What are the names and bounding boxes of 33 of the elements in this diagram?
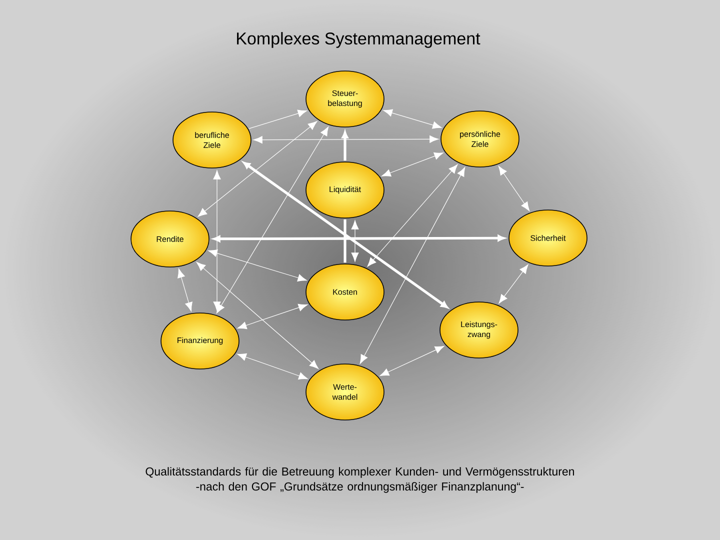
arrow — [253, 135, 439, 144]
arrow — [196, 262, 319, 369]
ellipse-node: Kosten — [306, 264, 384, 320]
title: Komplexes Systemmanagement — [237, 32, 480, 48]
ellipse-node: persönliche Ziele — [440, 110, 520, 168]
arrow — [243, 162, 448, 308]
ellipse-node: Sicherheit — [508, 210, 588, 266]
ellipse-node: Liquidität — [306, 162, 384, 218]
arrow — [237, 353, 308, 380]
arrow — [198, 121, 318, 217]
arrow — [498, 166, 530, 212]
ellipse-node: berufliche Ziele — [172, 112, 252, 168]
arrow — [208, 249, 307, 282]
caption-text: Qualitätsstandards für die Betreuung komplexer Kunden- und Vermögensstrukturen -nach den GOF „Grundsätze ordnungsmäßiger Finanzplanung“- — [146, 467, 574, 493]
arrow — [248, 110, 308, 129]
arrow — [382, 152, 444, 177]
arrow — [383, 109, 442, 129]
arrow — [213, 170, 221, 311]
ellipse-node: Finanzierung — [160, 312, 240, 370]
arrow — [351, 220, 359, 262]
arrow — [498, 264, 528, 304]
ellipse-node: Leistungs- zwang — [440, 302, 518, 358]
arrow — [342, 131, 348, 161]
arrow — [213, 234, 505, 242]
arrow — [380, 346, 444, 376]
arrow — [178, 268, 192, 312]
ellipse-node: Rendite — [130, 210, 210, 268]
ellipse-node: Werte- wandel — [306, 364, 384, 420]
arrow — [216, 126, 329, 314]
ellipse-node: Steuer- belastung — [306, 70, 384, 128]
arrow — [367, 164, 458, 267]
arrow — [360, 167, 466, 364]
arrow — [237, 304, 308, 330]
